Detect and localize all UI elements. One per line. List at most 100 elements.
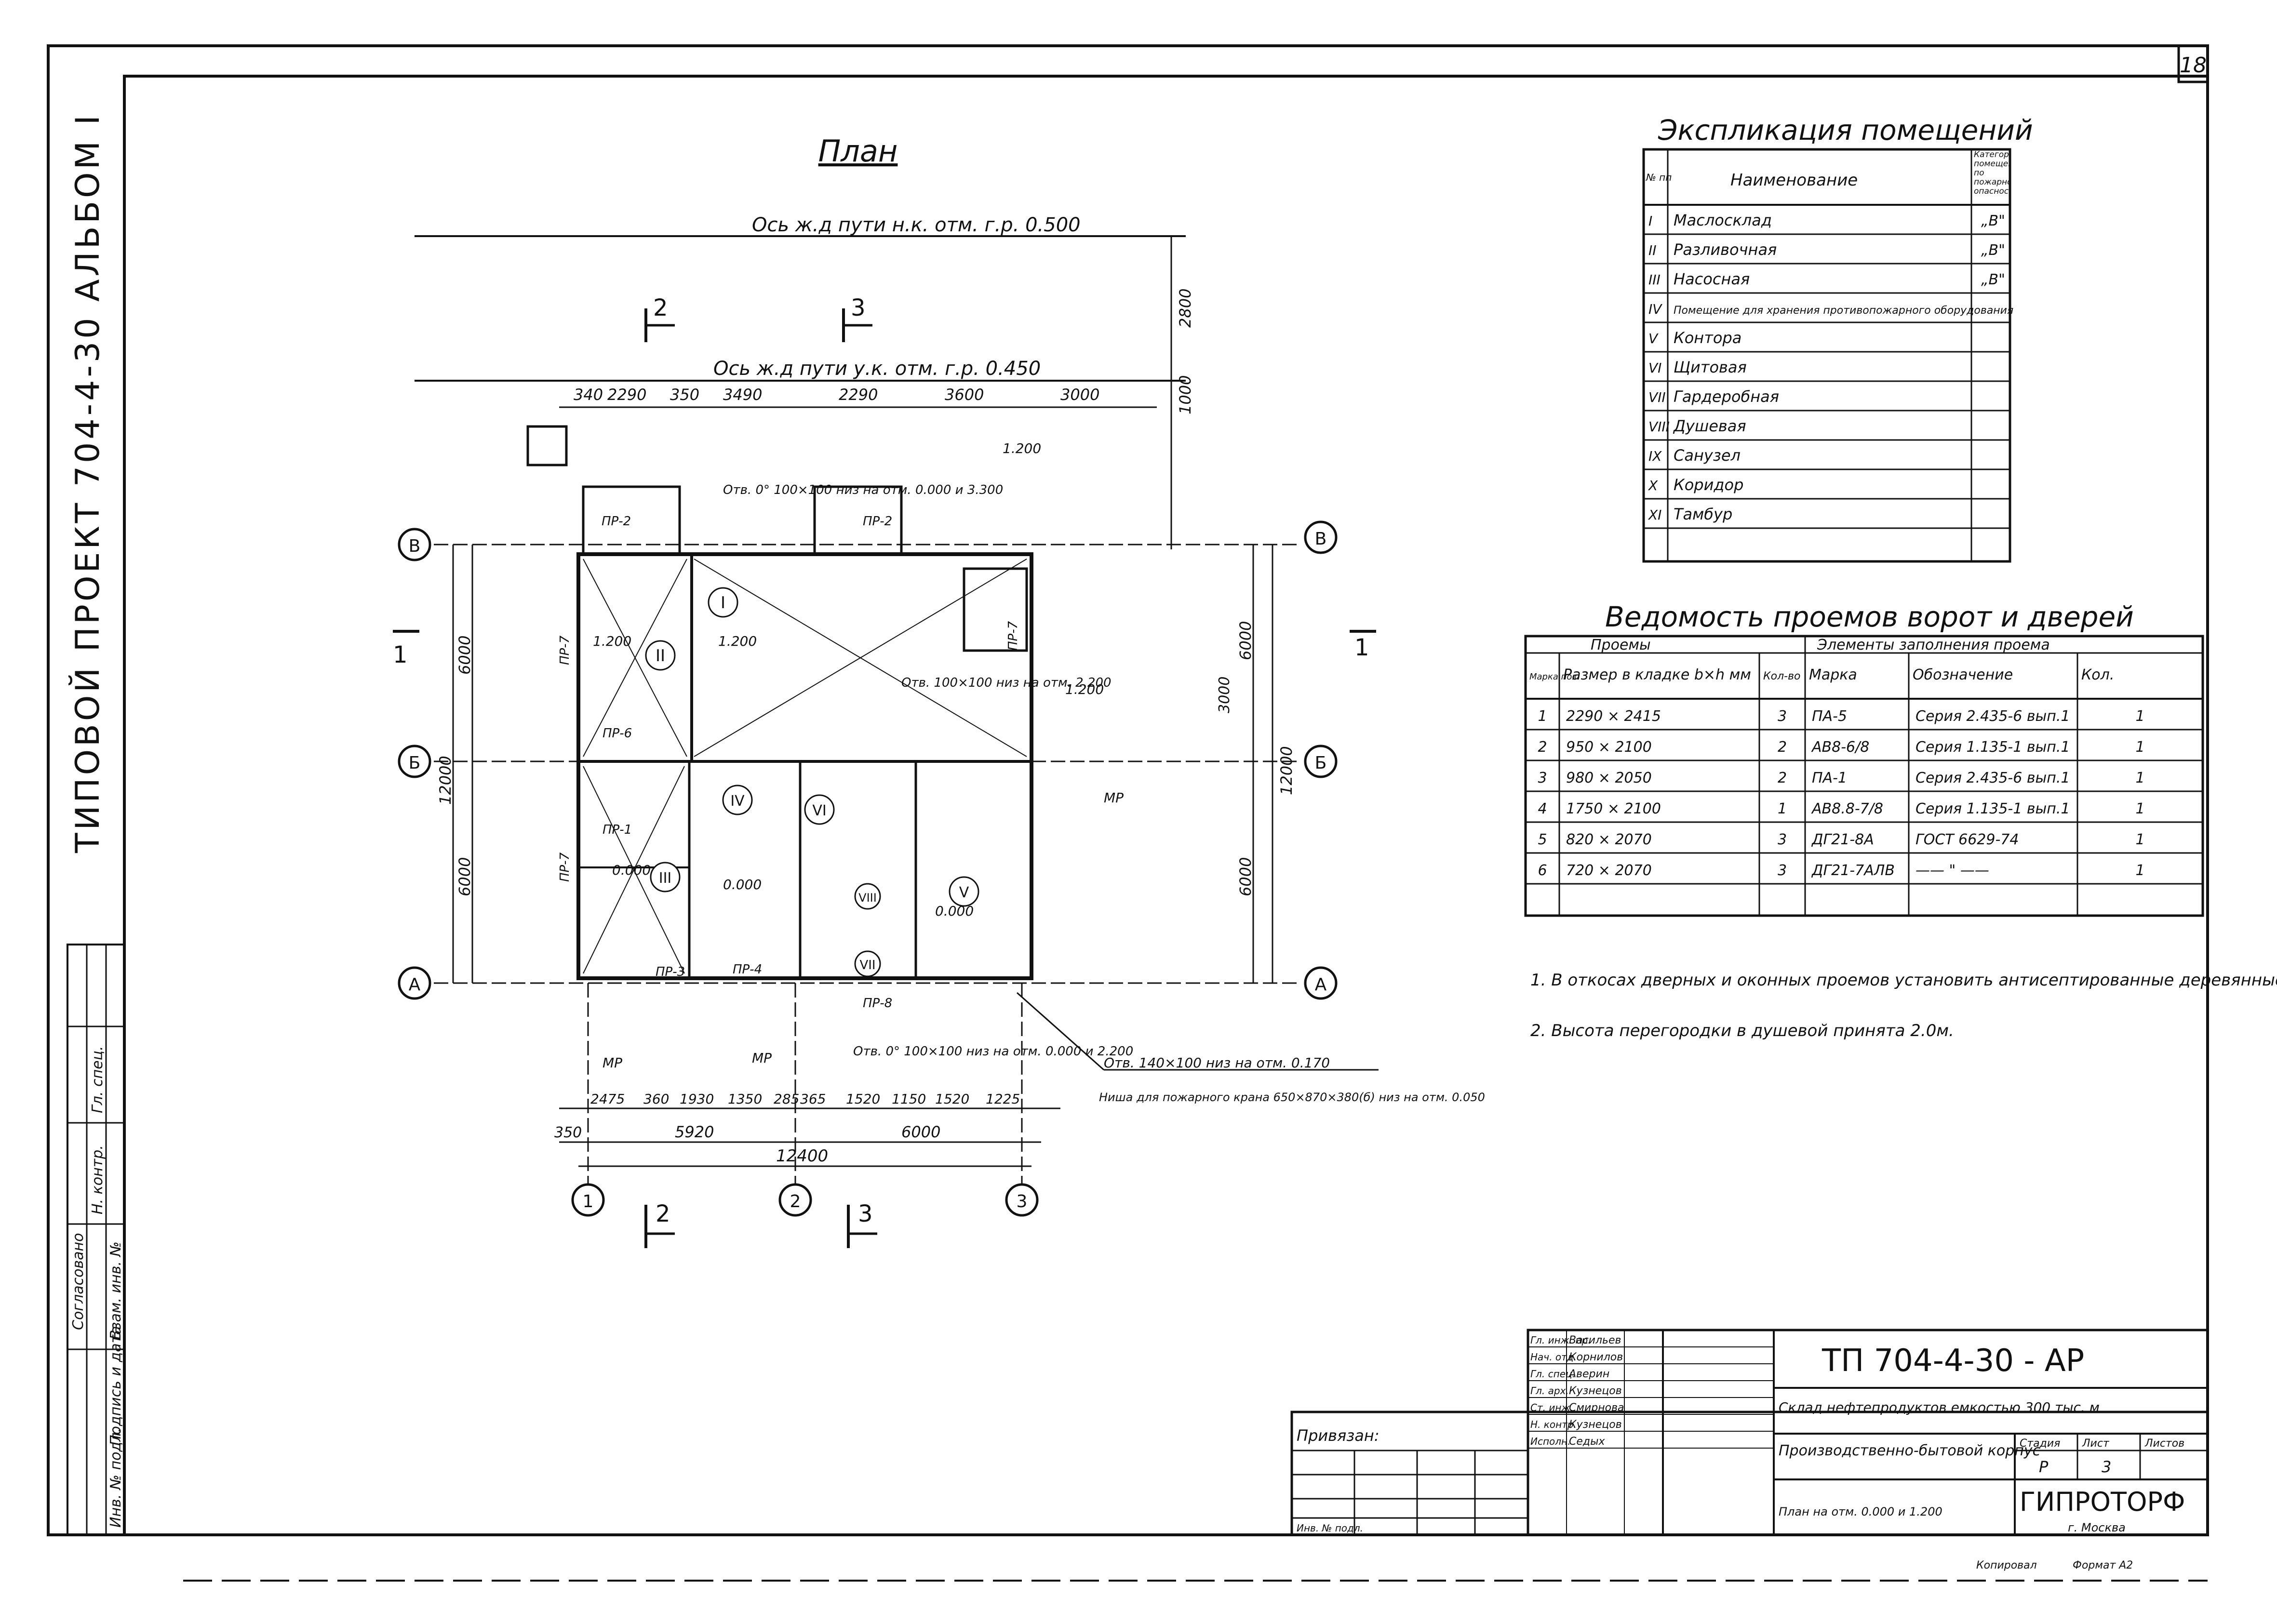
gate-boxes xyxy=(526,425,1028,652)
openings-cell: 950 × 2100 xyxy=(1566,739,1652,756)
page-number: 18 xyxy=(2180,53,2207,78)
explication-row-num: VIII xyxy=(1648,419,1670,435)
openings-header: Марка поз. xyxy=(1529,672,1580,682)
openings-cell: 720 × 2070 xyxy=(1566,862,1652,879)
stamp-stage-h1: Лист xyxy=(2082,1438,2110,1450)
strip-vertical-1: Н. контр. xyxy=(89,1145,106,1214)
plan-title: План xyxy=(818,133,898,169)
explication-row-num: II xyxy=(1648,242,1657,258)
top-dim-5: 3600 xyxy=(945,386,984,404)
note-0: Отв. 0° 100×100 низ на отм. 0.000 и 3.30… xyxy=(723,483,1003,497)
building-walls xyxy=(576,552,1033,980)
right-dim-c: 3000 xyxy=(1216,677,1233,713)
openings-cell: 980 × 2050 xyxy=(1566,770,1652,786)
bottom-dim-1: 360 xyxy=(643,1091,669,1107)
room-I: I xyxy=(721,593,725,612)
explication-row-name: Душевая xyxy=(1673,417,1746,435)
openings-cell: 2 xyxy=(1538,739,1547,756)
openings-cell: 1 xyxy=(2135,739,2144,756)
openings-cell: ПА-1 xyxy=(1812,770,1847,786)
section-mark-2-top: 2 xyxy=(644,294,675,342)
openings-cell: ПА-5 xyxy=(1812,708,1847,725)
bottom-total-3: 12400 xyxy=(776,1146,828,1166)
explication-row-name: Гардеробная xyxy=(1674,387,1779,406)
door-mark-pr4: ПР-4 xyxy=(733,962,762,977)
openings-cell: 2 xyxy=(1778,770,1787,786)
stamp-person: Корнилов xyxy=(1569,1351,1623,1363)
left-approval-strip: Согласовано Н. контр. Гл. спец. Инв. № п… xyxy=(67,944,125,1536)
level-1: 1.200 xyxy=(593,633,631,649)
openings-cell: 3 xyxy=(1538,770,1547,786)
bottom-total-2: 6000 xyxy=(901,1123,940,1141)
stamp-stage-h2: Листов xyxy=(2144,1438,2184,1450)
stamp-person: Аверин xyxy=(1568,1368,1609,1380)
explication-row-num: VI xyxy=(1648,360,1661,376)
section-mark-3-bottom: 3 xyxy=(847,1200,877,1248)
section-mark-1-left: 1 xyxy=(393,630,419,668)
footnotes: 1. В откосах дверных и оконных проемов у… xyxy=(1530,971,2277,1040)
top-dim-3: 3490 xyxy=(723,386,762,404)
openings-group2: Элементы заполнения проема xyxy=(1817,637,2050,653)
openings-cell: ДГ21-7АЛВ xyxy=(1811,862,1895,879)
bottom-dim-2: 1930 xyxy=(680,1091,714,1107)
door-mark-pr7-a: ПР-7 xyxy=(558,635,572,665)
stamp-copied: Копировал xyxy=(1976,1559,2037,1571)
bottom-dim-8: 1520 xyxy=(935,1091,969,1107)
stamp-code: ТП 704-4-30 - АР xyxy=(1822,1343,2084,1379)
stamp-privyazan: Привязан: xyxy=(1297,1426,1380,1445)
explication-row-name: Санузел xyxy=(1674,446,1741,465)
door-mark-pr6: ПР-6 xyxy=(603,726,632,741)
openings-cell: 3 xyxy=(1778,862,1787,879)
openings-cell: 2 xyxy=(1778,739,1787,756)
explication-row-name: Контора xyxy=(1674,329,1741,347)
stamp-stage-h0: Стадия xyxy=(2020,1438,2060,1450)
bottom-dim-9: 1225 xyxy=(986,1091,1020,1107)
openings-title: Ведомость проемов ворот и дверей xyxy=(1605,600,2134,633)
openings-header: Размер в кладке b×h мм xyxy=(1563,666,1751,683)
level-4: 0.000 xyxy=(935,903,974,919)
room-IV: IV xyxy=(730,793,745,810)
openings-cell: 1 xyxy=(2135,770,2144,786)
explication-row-cat: „В" xyxy=(1981,213,2005,229)
axis-row-А-right: А xyxy=(1315,975,1327,995)
note-4: Ниша для пожарного крана 650×870×380(б) … xyxy=(1099,1091,1485,1104)
bottom-total-0: 350 xyxy=(554,1124,582,1141)
stamp-stage-v0: Р xyxy=(2039,1458,2049,1476)
openings-group1: Проемы xyxy=(1591,637,1651,653)
explication-row-cat: „В" xyxy=(1981,271,2005,288)
door-mark-pr3: ПР-3 xyxy=(656,965,685,979)
top-dim-6: 3000 xyxy=(1060,386,1099,404)
stamp-role: Ст. инж. xyxy=(1530,1402,1573,1413)
explication-header-name: Наименование xyxy=(1730,171,1858,190)
left-dim-a: 6000 xyxy=(455,636,474,675)
side-title: ТИПОВОЙ ПРОЕКТ 704-4-30 АЛЬБОМ I xyxy=(68,112,107,853)
explication-row-cat: „В" xyxy=(1981,242,2005,259)
openings-header: Кол-во xyxy=(1763,670,1801,682)
right-dim-a: 6000 xyxy=(1236,621,1255,660)
explication-row-name: Коридор xyxy=(1674,476,1743,494)
stamp-role: Нач. отд. xyxy=(1530,1351,1577,1363)
stamp-stage-v1: 3 xyxy=(2102,1458,2111,1476)
axis-bubbles: В В Б Б А А 1 2 3 xyxy=(398,520,1338,1217)
stamp-person: Кузнецов xyxy=(1569,1419,1622,1431)
note-3: Отв. 140×100 низ на отм. 0.170 xyxy=(1104,1055,1330,1071)
openings-cell: АВ8.8-7/8 xyxy=(1811,800,1883,817)
openings-cell: АВ8-6/8 xyxy=(1811,739,1869,756)
stamp-inv: Инв. № подл. xyxy=(1297,1522,1363,1534)
svg-text:3: 3 xyxy=(851,294,866,321)
stamp-object-name: Производственно-бытовой корпус xyxy=(1779,1442,2041,1459)
level-5: 1.200 xyxy=(718,633,757,649)
strip-vertical-2: Гл. спец. xyxy=(89,1046,106,1113)
explication-row-num: XI xyxy=(1647,507,1661,523)
bottom-dim-0: 2475 xyxy=(590,1091,625,1107)
floor-plan: План Ось ж.д пути н.к. отм. г.р. 0.500 О… xyxy=(393,133,1485,1248)
strip-vertical-0: Согласовано xyxy=(70,1233,87,1330)
openings-cell: Серия 1.135-1 вып.1 xyxy=(1915,800,2070,817)
axis-col-2: 2 xyxy=(790,1192,801,1211)
top-dim-2: 350 xyxy=(670,386,699,404)
explication-row-name: Разливочная xyxy=(1674,240,1777,259)
openings-cell: 1750 × 2100 xyxy=(1566,800,1661,817)
explication-header-cat: Категория помещений по пожарной опасност… xyxy=(1974,150,2010,196)
top-dim-1: 2290 xyxy=(607,386,646,404)
